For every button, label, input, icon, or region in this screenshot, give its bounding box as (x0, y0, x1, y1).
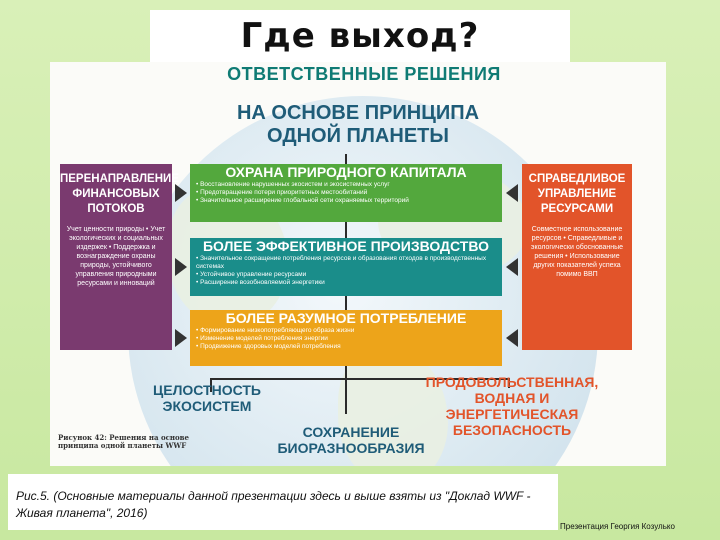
ecosystem-integrity-label: ЦЕЛОСТНОСТЬ ЭКОСИСТЕМ (153, 382, 261, 414)
list-item: Значительное сокращение потребления ресу… (196, 255, 502, 271)
natural-capital-title: ОХРАНА ПРИРОДНОГО КАПИТАЛА (225, 164, 467, 180)
production-box: БОЛЕЕ ЭФФЕКТИВНОЕ ПРОИЗВОДСТВО Значитель… (190, 238, 502, 296)
connector-line (210, 378, 212, 392)
list-item: Значительное расширение глобальной сети … (196, 197, 502, 205)
arrow-right-icon (175, 329, 187, 347)
figure-note: Рисунок 42: Решения на основе принципа о… (58, 433, 190, 450)
connector-line (345, 222, 347, 238)
finance-flows-title: ПЕРЕНАПРАВЛЕНИЕ ФИНАНСОВЫХ ПОТОКОВ (60, 173, 179, 215)
diagram-top-title: ОТВЕТСТВЕННЫЕ РЕШЕНИЯ (227, 64, 501, 84)
production-title: БОЛЕЕ ЭФФЕКТИВНОЕ ПРОИЗВОДСТВО (202, 238, 489, 254)
connector-line (508, 378, 510, 388)
list-item: Предотвращение потери приоритетных место… (196, 189, 502, 197)
connector-line (345, 154, 347, 166)
resource-governance-text: Совместное использование ресурсов • Спра… (530, 226, 624, 278)
finance-flows-text: Учет ценности природы • Учет экологическ… (66, 226, 166, 287)
list-item: Расширение возобновляемой энергетики (196, 279, 502, 287)
natural-capital-box: ОХРАНА ПРИРОДНОГО КАПИТАЛА Восстановлени… (190, 164, 502, 222)
arrow-left-icon (506, 184, 518, 202)
list-item: Восстановление нарушенных экосистем и эк… (196, 181, 502, 189)
slide-title: Где выход? (150, 10, 570, 62)
list-item: Изменение моделей потребления энергии (196, 335, 502, 343)
consumption-title: БОЛЕЕ РАЗУМНОЕ ПОТРЕБЛЕНИЕ (225, 310, 467, 326)
arrow-right-icon (175, 184, 187, 202)
credit-text: Презентация Георгия Козулько (560, 522, 675, 531)
finance-flows-box: ПЕРЕНАПРАВЛЕНИЕ ФИНАНСОВЫХ ПОТОКОВ Учет … (60, 164, 179, 350)
resource-governance-box: СПРАВЕДЛИВОЕ УПРАВЛЕНИЕ РЕСУРСАМИ Совмес… (522, 164, 632, 350)
biodiversity-label: СОХРАНЕНИЕ БИОРАЗНООБРАЗИЯ (277, 424, 425, 456)
diagram-center-title: НА ОСНОВЕ ПРИНЦИПА ОДНОЙ ПЛАНЕТЫ (236, 102, 480, 147)
slide-caption: Рис.5. (Основные материалы данной презен… (8, 474, 558, 530)
list-item: Устойчивое управление ресурсами (196, 271, 502, 279)
arrow-left-icon (506, 258, 518, 276)
connector-line (345, 296, 347, 310)
consumption-box: БОЛЕЕ РАЗУМНОЕ ПОТРЕБЛЕНИЕ Формирование … (190, 310, 502, 366)
diagram-figure: ОТВЕТСТВЕННЫЕ РЕШЕНИЯ НА ОСНОВЕ ПРИНЦИПА… (50, 62, 666, 466)
connector-line (345, 366, 347, 414)
list-item: Формирование низкопотребляющего образа ж… (196, 327, 502, 335)
resource-governance-title: СПРАВЕДЛИВОЕ УПРАВЛЕНИЕ РЕСУРСАМИ (528, 173, 626, 215)
connector-line (210, 378, 510, 380)
security-label: ПРОДОВОЛЬСТВЕННАЯ, ВОДНАЯ И ЭНЕРГЕТИЧЕСК… (425, 374, 599, 438)
arrow-left-icon (506, 329, 518, 347)
arrow-right-icon (175, 258, 187, 276)
list-item: Продвижение здоровых моделей потребления (196, 343, 502, 351)
